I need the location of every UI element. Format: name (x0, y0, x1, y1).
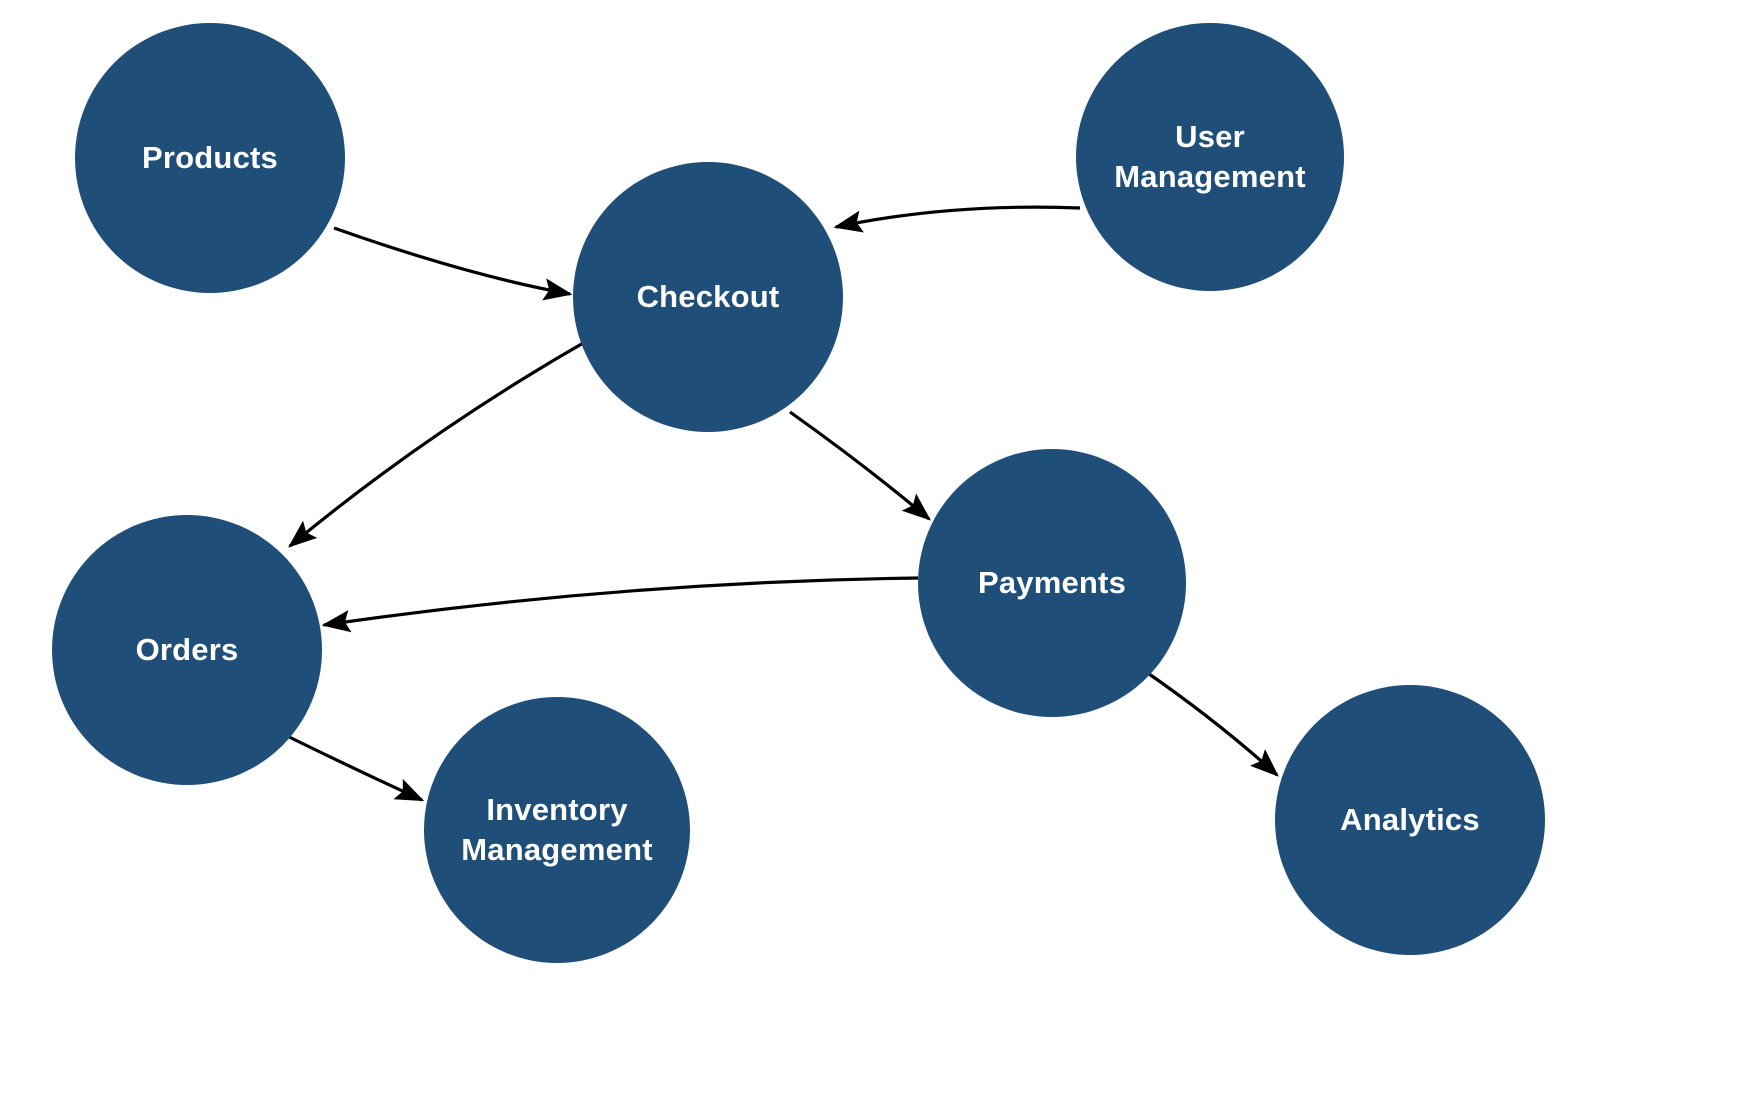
node-orders[interactable]: Orders (52, 515, 322, 785)
edge-checkout-payments (789, 410, 931, 521)
edge-orders-inventory (280, 731, 425, 802)
edge-products-checkout (333, 226, 573, 301)
node-products[interactable]: Products (75, 23, 345, 293)
node-user-management[interactable]: User Management (1076, 23, 1344, 291)
edge-checkout-orders (288, 336, 593, 548)
node-label-user-management: User Management (1114, 119, 1306, 194)
node-label-analytics: Analytics (1340, 802, 1480, 838)
node-label-inventory-management: Inventory Management (461, 792, 653, 867)
node-label-checkout: Checkout (636, 279, 780, 315)
edge-payments-analytics (1138, 665, 1279, 777)
node-payments[interactable]: Payments (918, 449, 1186, 717)
node-label-payments: Payments (977, 565, 1127, 601)
node-checkout[interactable]: Checkout (573, 162, 843, 432)
edge-usermgmt-checkout (833, 205, 1081, 233)
node-label-products: Products (142, 140, 278, 176)
node-inventory-management[interactable]: Inventory Management (424, 697, 690, 963)
node-label-orders: Orders (135, 632, 239, 668)
edge-payments-orders (321, 576, 919, 633)
node-analytics[interactable]: Analytics (1275, 685, 1545, 955)
